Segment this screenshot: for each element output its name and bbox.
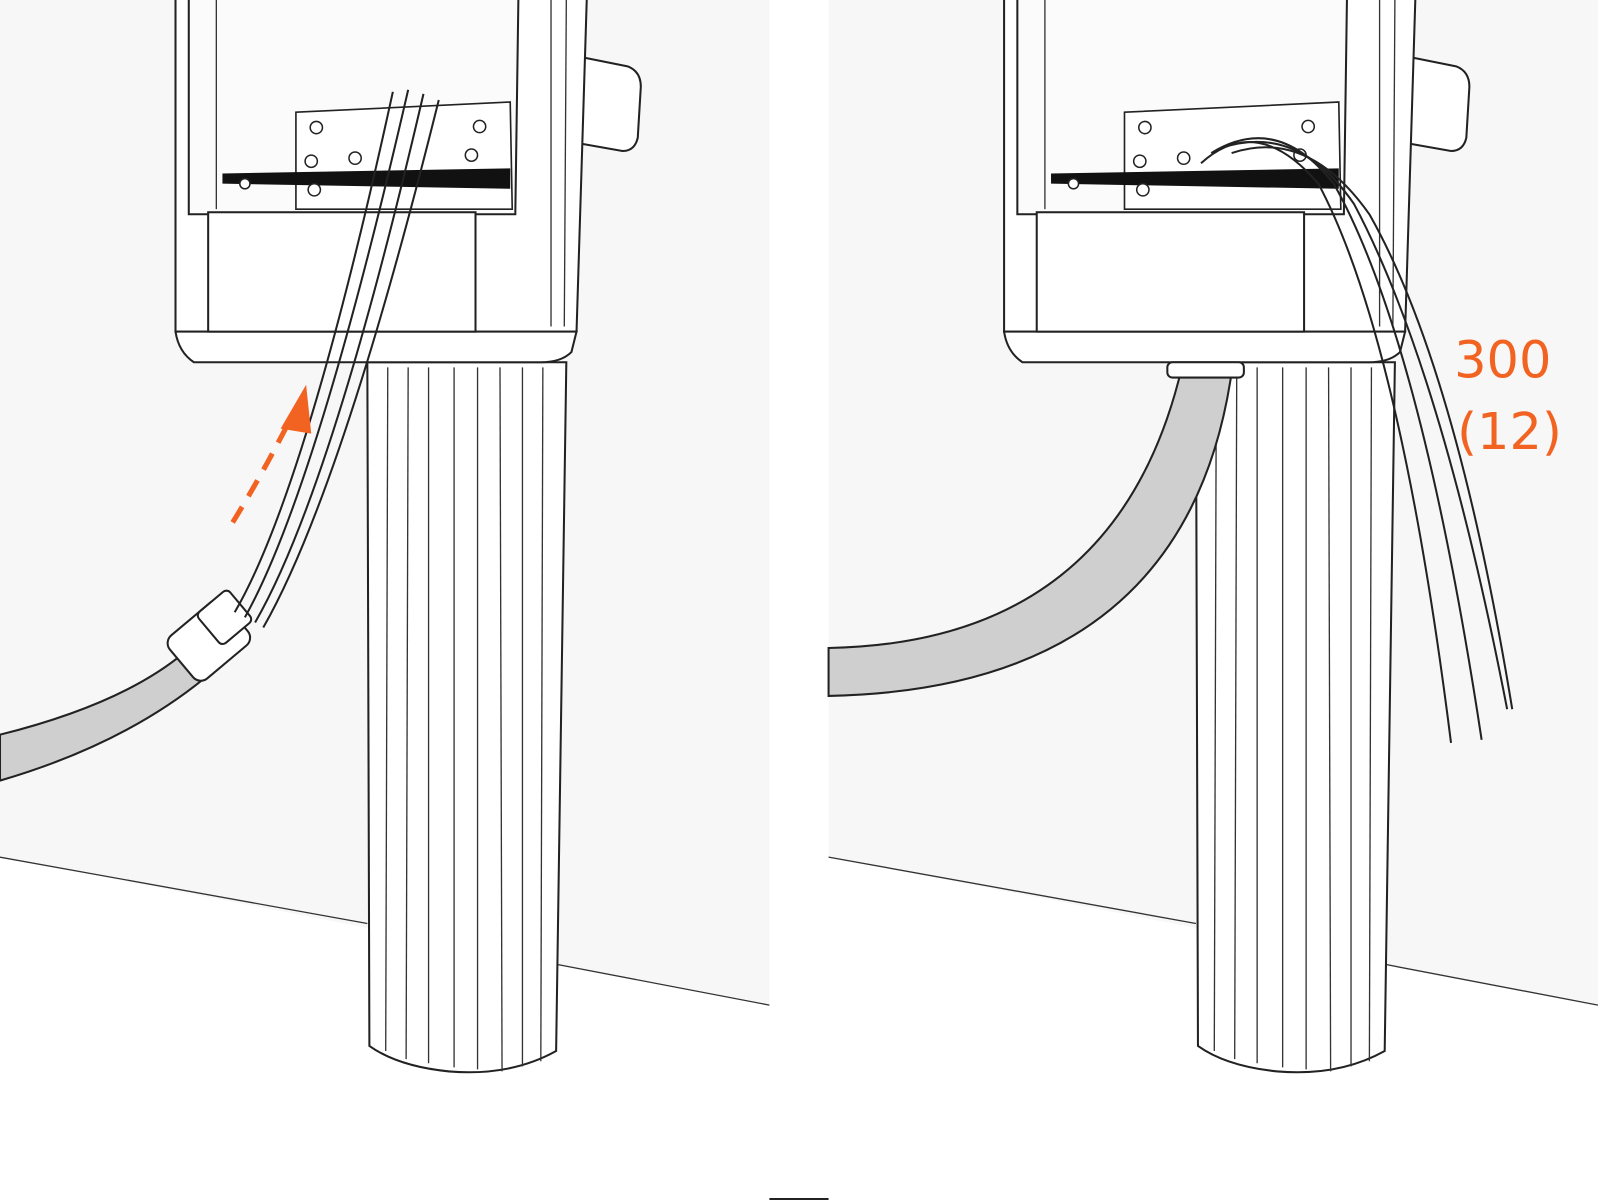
- length-mm-label: 300: [1454, 332, 1551, 391]
- wires-bundle: [233, 89, 440, 629]
- left-panel-before: [0, 0, 771, 1074]
- length-in-label: (12): [1457, 403, 1562, 462]
- insertion-arrow: [230, 384, 312, 524]
- cable-gland: [166, 589, 253, 682]
- right-panel-after: [827, 0, 1599, 1074]
- wires-extended: [1200, 137, 1514, 743]
